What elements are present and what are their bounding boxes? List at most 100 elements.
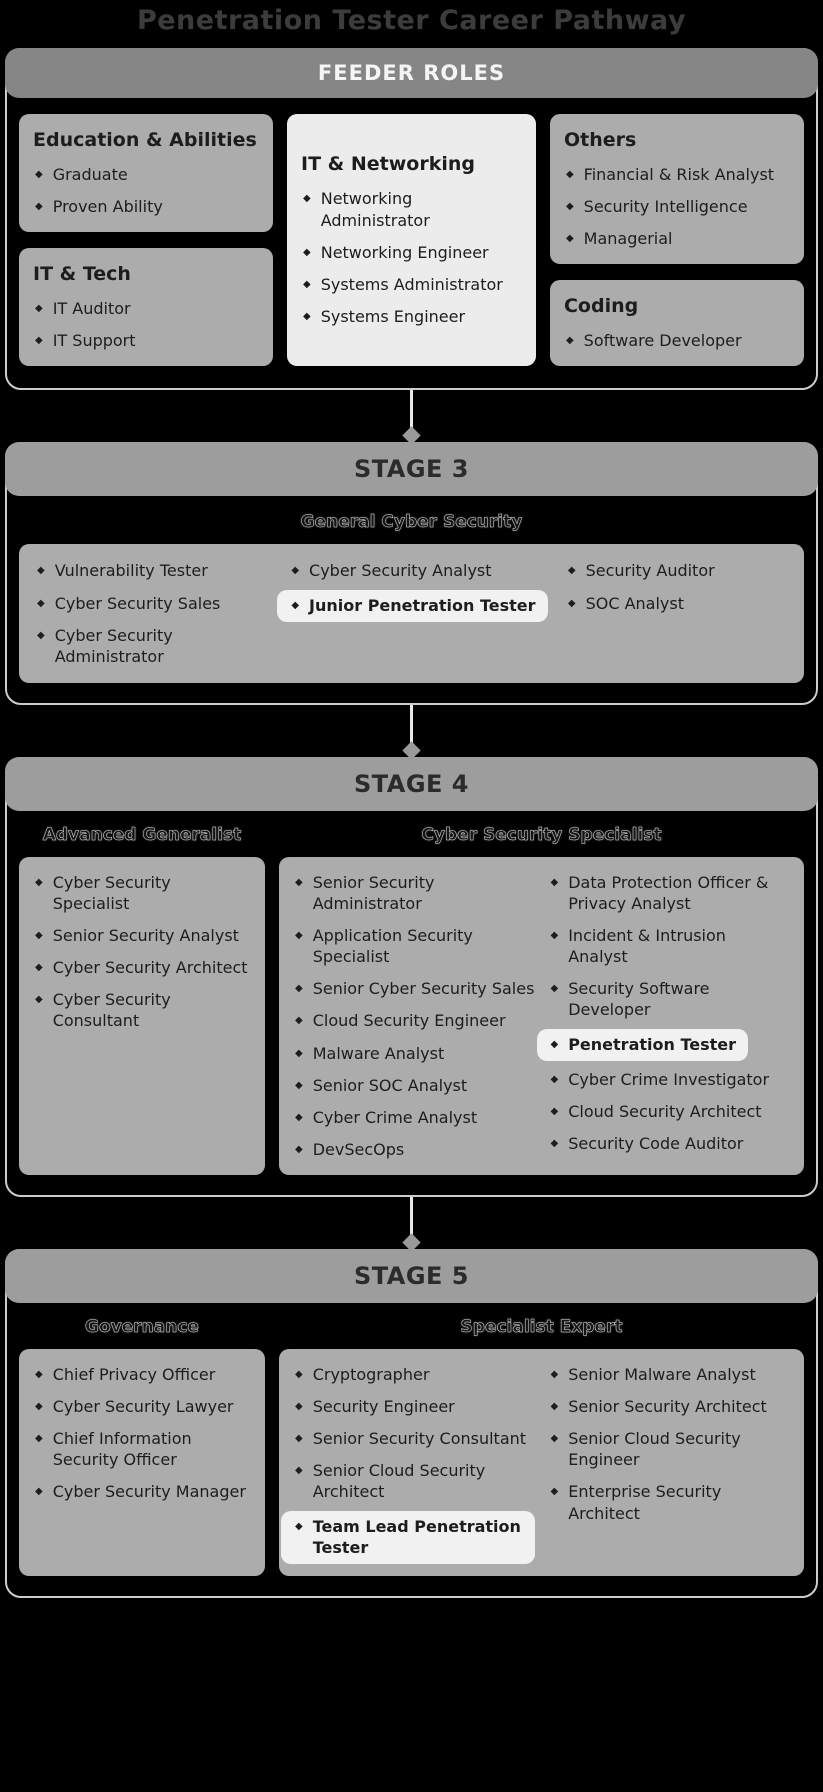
diamond-bullet-icon: ◆ <box>295 1143 303 1155</box>
role-label: DevSecOps <box>312 1139 405 1159</box>
others-box: Others ◆Financial & Risk Analyst◆Securit… <box>549 114 804 265</box>
box-title: IT & Networking <box>301 153 475 176</box>
connector-line <box>410 1196 413 1243</box>
role-item: ◆Senior Security Administrator <box>293 872 535 914</box>
role-label: Cloud Security Engineer <box>312 1011 506 1031</box>
role-label: Systems Administrator <box>320 274 503 294</box>
connector-stage4-to-stage5 <box>0 1196 823 1252</box>
role-item: ◆Cyber Security Consultant <box>33 989 251 1031</box>
connector-stage3-to-stage4 <box>0 704 823 760</box>
role-item: ◆SOC Analyst <box>566 593 788 614</box>
role-item-highlighted: ◆Team Lead Penetration Tester <box>281 1510 535 1564</box>
role-item: ◆Senior Cloud Security Engineer <box>549 1428 791 1470</box>
role-list: ◆Networking Administrator ◆ Networking Eng… <box>301 188 522 327</box>
role-item: ◆Incident & Intrusion Analyst <box>549 925 791 967</box>
stage3-roles-box: ◆Vulnerability Tester◆Cyber Security Sal… <box>19 544 804 683</box>
role-label: SOC Analyst <box>585 593 684 613</box>
role-item: ◆Senior Cloud Security Architect <box>293 1460 535 1502</box>
role-item: ◆Networking Administrator <box>301 188 522 230</box>
diamond-bullet-icon: ◆ <box>550 1073 559 1085</box>
diamond-bullet-icon: ◆ <box>295 1368 303 1380</box>
stage5-header: STAGE 5 <box>5 1248 818 1303</box>
box-title: Education & Abilities <box>33 129 257 151</box>
diamond-bullet-icon: ◆ <box>295 1079 303 1091</box>
diamond-bullet-icon: ◆ <box>565 201 574 213</box>
diamond-bullet-icon: ◆ <box>35 169 43 180</box>
role-label: Security Auditor <box>585 561 715 581</box>
role-label: Senior Malware Analyst <box>568 1364 756 1384</box>
role-label: Security Engineer <box>312 1397 455 1417</box>
role-label: Cyber Crime Investigator <box>568 1069 770 1089</box>
role-item: ◆Cyber Security Analyst <box>289 560 556 581</box>
role-item: ◆ Cyber Crime Investigator <box>549 1069 791 1090</box>
diamond-bullet-icon: ◆ <box>303 246 311 258</box>
role-item-highlighted: ◆Junior Penetration Tester <box>277 589 548 622</box>
coding-box: Coding ◆Software Developer <box>549 280 804 367</box>
role-label: Cryptographer <box>312 1364 430 1384</box>
role-label: Malware Analyst <box>312 1043 445 1063</box>
specialist-expert-box: ◆Cryptographer◆Security Engineer◆Senior … <box>279 1348 804 1576</box>
diamond-bullet-icon: ◆ <box>35 994 43 1006</box>
diamond-bullet-icon: ◆ <box>291 565 300 577</box>
role-label: Networking Engineer <box>320 242 489 262</box>
box-title: IT & Tech <box>33 263 131 286</box>
role-item: ◆Security Engineer <box>293 1396 535 1417</box>
feeder-roles-section: FEEDER ROLES Education & Abilities ◆Grad… <box>5 48 818 391</box>
role-label: Networking Administrator <box>320 189 430 230</box>
diamond-bullet-icon: ◆ <box>37 597 45 609</box>
role-label: Data Protection Officer & Privacy Analys… <box>568 872 769 913</box>
it-tech-box: IT & Tech ◆IT Auditor◆IT Support <box>19 248 274 367</box>
role-item: ◆Systems Engineer <box>301 306 522 327</box>
connector-line <box>410 390 413 437</box>
role-label: Senior Security Administrator <box>312 872 435 913</box>
role-item: ◆Security Auditor <box>566 560 788 581</box>
role-list: ◆IT Auditor◆IT Support <box>33 298 259 351</box>
diamond-bullet-icon: ◆ <box>550 1105 559 1117</box>
diamond-bullet-icon: ◆ <box>35 1368 43 1380</box>
role-list: ◆Security Auditor ◆SOC Analyst <box>566 560 788 666</box>
diamond-bullet-icon: ◆ <box>35 930 43 942</box>
role-label: Security Code Auditor <box>568 1133 744 1153</box>
role-item: ◆Security Software Developer <box>549 978 791 1020</box>
role-list: ◆Chief Privacy Officer◆Cyber Security La… <box>33 1364 251 1503</box>
role-item: ◆Senior Security Consultant <box>293 1428 535 1449</box>
cyber-security-specialist-group: Cyber Security Specialist ◆Senior Securi… <box>279 811 804 1175</box>
role-list: ◆ Data Protection Officer & Privacy Analy… <box>536 872 791 1160</box>
governance-group: Governance ◆Chief Privacy Officer◆Cyber … <box>19 1303 265 1576</box>
role-label: Chief Information Security Officer <box>52 1429 192 1470</box>
diamond-bullet-icon: ◆ <box>550 1368 559 1380</box>
role-label: Senior Cloud Security Architect <box>312 1461 486 1502</box>
diamond-bullet-icon: ◆ <box>550 1038 559 1050</box>
role-label: IT Auditor <box>52 299 131 319</box>
role-item: ◆Cyber Security Specialist <box>33 872 251 914</box>
stage3-subtitle: General Cyber Security <box>300 512 523 533</box>
role-label: Cyber Crime Analyst <box>312 1107 478 1127</box>
role-list: ◆Senior Malware Analyst◆Senior Security … <box>549 1364 791 1561</box>
role-item: ◆Managerial <box>564 228 790 249</box>
role-item: ◆Application Security Specialist <box>293 925 535 967</box>
role-item: ◆IT Auditor <box>33 298 259 319</box>
feeder-column-left: Education & Abilities ◆Graduate◆Proven A… <box>19 114 274 367</box>
role-label: Software Developer <box>583 331 742 351</box>
role-label: Enterprise Security Architect <box>568 1482 722 1523</box>
role-label: Proven Ability <box>52 197 163 217</box>
diamond-bullet-icon: ◆ <box>550 1433 559 1445</box>
feeder-roles-header-label: FEEDER ROLES <box>317 61 506 85</box>
role-item: ◆Senior Security Analyst <box>33 925 251 946</box>
feeder-column-right: Others ◆Financial & Risk Analyst◆Securit… <box>549 114 804 367</box>
role-item: ◆Malware Analyst <box>293 1043 535 1064</box>
diamond-bullet-icon: ◆ <box>35 201 43 213</box>
role-list: ◆Software Developer <box>564 330 790 351</box>
stage4-section: STAGE 4 Advanced Generalist ◆Cyber Secur… <box>5 756 818 1197</box>
role-item: ◆IT Support <box>33 330 259 351</box>
diamond-bullet-icon: ◆ <box>35 335 43 347</box>
it-networking-box: IT & Networking ◆Networking Administrato… <box>287 114 536 367</box>
diamond-bullet-icon: ◆ <box>550 1137 559 1149</box>
role-item: ◆Enterprise Security Architect <box>549 1481 791 1523</box>
stage4-groups: Advanced Generalist ◆Cyber Security Spec… <box>7 811 816 1195</box>
diamond-bullet-icon: ◆ <box>35 1433 43 1445</box>
feeder-roles-body: Education & Abilities ◆Graduate◆Proven A… <box>7 98 816 388</box>
diamond-bullet-icon: ◆ <box>35 1401 43 1413</box>
cyber-security-specialist-box: ◆Senior Security Administrator◆Applicati… <box>279 856 804 1175</box>
diamond-bullet-icon: ◆ <box>565 169 574 180</box>
